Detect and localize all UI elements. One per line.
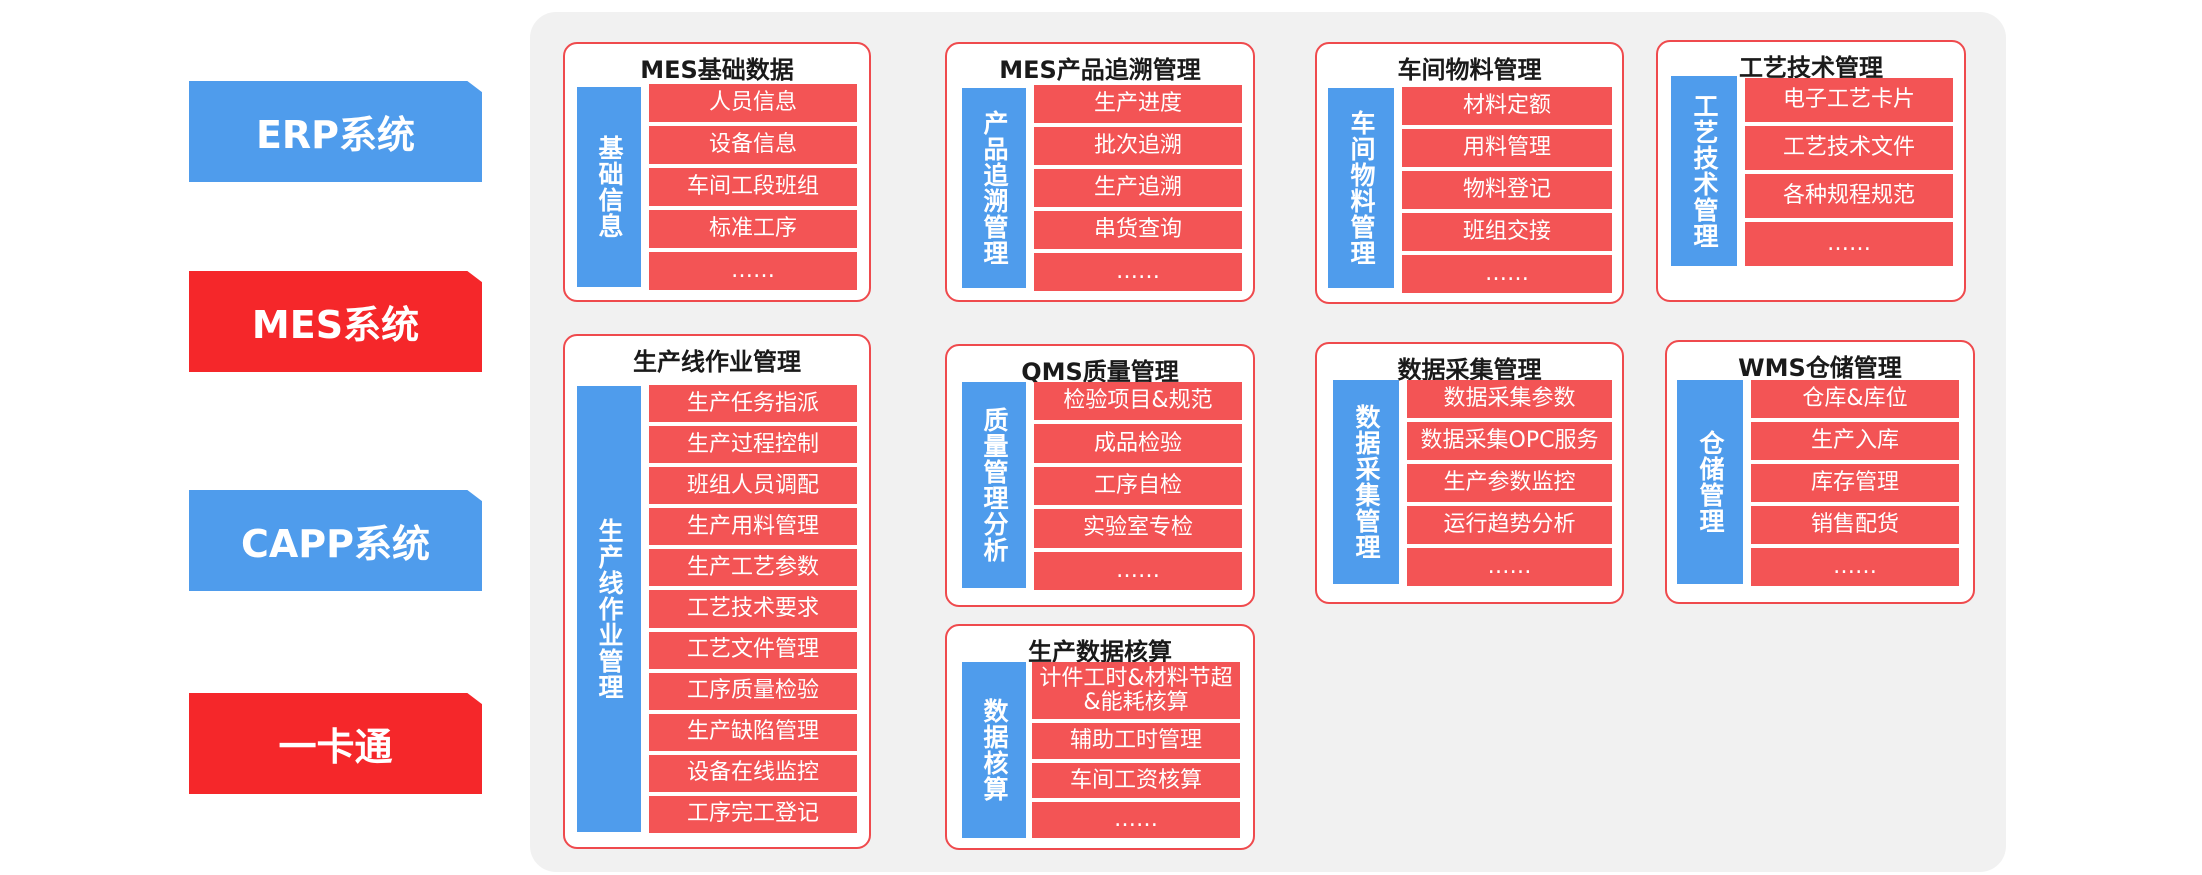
module-item[interactable]: 工序完工登记 bbox=[649, 795, 857, 834]
module-side-label: 产品追溯管理 bbox=[962, 88, 1026, 288]
module-side-label: 数据核算 bbox=[962, 662, 1026, 838]
module-item[interactable]: 生产入库 bbox=[1751, 422, 1959, 460]
module-process-technology: 工艺技术管理 工艺技术管理 电子工艺卡片 工艺技术文件 各种规程规范 …… bbox=[1656, 40, 1966, 302]
module-item[interactable]: 生产过程控制 bbox=[649, 426, 857, 464]
module-side-label: 基础信息 bbox=[577, 87, 641, 287]
module-item[interactable]: 生产缺陷管理 bbox=[649, 713, 857, 751]
module-product-traceability: MES产品追溯管理 产品追溯管理 生产进度 批次追溯 生产追溯 串货查询 …… bbox=[945, 42, 1255, 302]
module-side-label: 数据采集管理 bbox=[1333, 380, 1399, 584]
module-item[interactable]: 运行趋势分析 bbox=[1407, 506, 1612, 544]
module-side-label: 质量管理分析 bbox=[962, 382, 1026, 588]
module-item[interactable]: 计件工时&材料节超&能耗核算 bbox=[1032, 662, 1240, 720]
module-item[interactable]: …… bbox=[649, 252, 857, 290]
module-item[interactable]: 检验项目&规范 bbox=[1034, 382, 1242, 421]
module-item[interactable]: …… bbox=[1407, 548, 1612, 586]
module-side-label: 工艺技术管理 bbox=[1671, 76, 1737, 266]
module-title: 工艺技术管理 bbox=[1739, 54, 1883, 82]
module-item[interactable]: 生产参数监控 bbox=[1407, 464, 1612, 502]
module-title: 数据采集管理 bbox=[1397, 356, 1542, 384]
module-item[interactable]: 批次追溯 bbox=[1034, 127, 1242, 165]
module-item[interactable]: 数据采集参数 bbox=[1407, 380, 1612, 418]
module-title: 车间物料管理 bbox=[1397, 56, 1542, 84]
module-item[interactable]: 工艺技术文件 bbox=[1745, 126, 1953, 170]
module-item[interactable]: 各种规程规范 bbox=[1745, 174, 1953, 218]
module-item[interactable]: 成品检验 bbox=[1034, 424, 1242, 463]
module-item[interactable]: …… bbox=[1034, 253, 1242, 291]
module-title: MES产品追溯管理 bbox=[999, 56, 1201, 84]
module-item[interactable]: 生产任务指派 bbox=[649, 385, 857, 423]
module-title: 生产数据核算 bbox=[1028, 638, 1172, 666]
module-item[interactable]: 生产工艺参数 bbox=[649, 549, 857, 587]
module-item[interactable]: …… bbox=[1402, 255, 1612, 293]
module-item[interactable]: …… bbox=[1745, 222, 1953, 266]
module-title: 生产线作业管理 bbox=[633, 348, 801, 376]
module-item[interactable]: 用料管理 bbox=[1402, 129, 1612, 167]
module-item[interactable]: …… bbox=[1751, 548, 1959, 586]
module-item[interactable]: 班组人员调配 bbox=[649, 467, 857, 505]
module-item[interactable]: 销售配货 bbox=[1751, 506, 1959, 544]
module-item[interactable]: 设备信息 bbox=[649, 126, 857, 164]
module-item[interactable]: 电子工艺卡片 bbox=[1745, 78, 1953, 122]
module-side-label: 仓储管理 bbox=[1677, 380, 1743, 584]
module-item[interactable]: 仓库&库位 bbox=[1751, 380, 1959, 418]
module-qms-quality: QMS质量管理 质量管理分析 检验项目&规范 成品检验 工序自检 实验室专检 …… bbox=[945, 344, 1255, 607]
module-wms-warehouse: WMS仓储管理 仓储管理 仓库&库位 生产入库 库存管理 销售配货 …… bbox=[1665, 340, 1975, 604]
capp-system-button[interactable]: CAPP系统 bbox=[189, 490, 482, 591]
module-item[interactable]: 生产进度 bbox=[1034, 85, 1242, 123]
module-item[interactable]: 实验室专检 bbox=[1034, 509, 1242, 548]
module-mes-basic-data: MES基础数据 基础信息 人员信息 设备信息 车间工段班组 标准工序 …… bbox=[563, 42, 871, 302]
module-item[interactable]: 工艺技术要求 bbox=[649, 590, 857, 628]
erp-system-button[interactable]: ERP系统 bbox=[189, 81, 482, 182]
module-item[interactable]: 班组交接 bbox=[1402, 213, 1612, 251]
module-item[interactable]: 串货查询 bbox=[1034, 211, 1242, 249]
module-title: QMS质量管理 bbox=[1021, 358, 1179, 386]
module-item[interactable]: 物料登记 bbox=[1402, 171, 1612, 209]
mes-system-button[interactable]: MES系统 bbox=[189, 271, 482, 372]
module-item[interactable]: 生产用料管理 bbox=[649, 508, 857, 546]
module-data-acquisition: 数据采集管理 数据采集管理 数据采集参数 数据采集OPC服务 生产参数监控 运行… bbox=[1315, 342, 1624, 604]
module-title: WMS仓储管理 bbox=[1738, 354, 1902, 382]
module-item[interactable]: 标准工序 bbox=[649, 210, 857, 248]
module-workshop-material: 车间物料管理 车间物料管理 材料定额 用料管理 物料登记 班组交接 …… bbox=[1315, 42, 1624, 304]
module-item[interactable]: 生产追溯 bbox=[1034, 169, 1242, 207]
module-item[interactable]: 库存管理 bbox=[1751, 464, 1959, 502]
module-side-label: 生产线作业管理 bbox=[577, 386, 641, 832]
module-item[interactable]: 工序质量检验 bbox=[649, 672, 857, 710]
module-item[interactable]: 车间工段班组 bbox=[649, 168, 857, 206]
module-production-accounting: 生产数据核算 数据核算 计件工时&材料节超&能耗核算 辅助工时管理 车间工资核算… bbox=[945, 624, 1255, 850]
module-item[interactable]: 材料定额 bbox=[1402, 87, 1612, 125]
module-item[interactable]: …… bbox=[1034, 551, 1242, 591]
module-item[interactable]: 车间工资核算 bbox=[1032, 762, 1240, 799]
module-title: MES基础数据 bbox=[640, 56, 794, 84]
module-item[interactable]: 工艺文件管理 bbox=[649, 631, 857, 669]
module-side-label: 车间物料管理 bbox=[1328, 88, 1394, 288]
module-item[interactable]: 数据采集OPC服务 bbox=[1407, 422, 1612, 460]
module-item[interactable]: 辅助工时管理 bbox=[1032, 723, 1240, 759]
module-item[interactable]: 工序自检 bbox=[1034, 466, 1242, 506]
module-item[interactable]: …… bbox=[1032, 802, 1240, 839]
module-production-line: 生产线作业管理 生产线作业管理 生产任务指派 生产过程控制 班组人员调配 生产用… bbox=[563, 334, 871, 849]
module-item[interactable]: 设备在线监控 bbox=[649, 754, 857, 792]
one-card-system-button[interactable]: 一卡通 bbox=[189, 693, 482, 794]
module-item[interactable]: 人员信息 bbox=[649, 84, 857, 122]
